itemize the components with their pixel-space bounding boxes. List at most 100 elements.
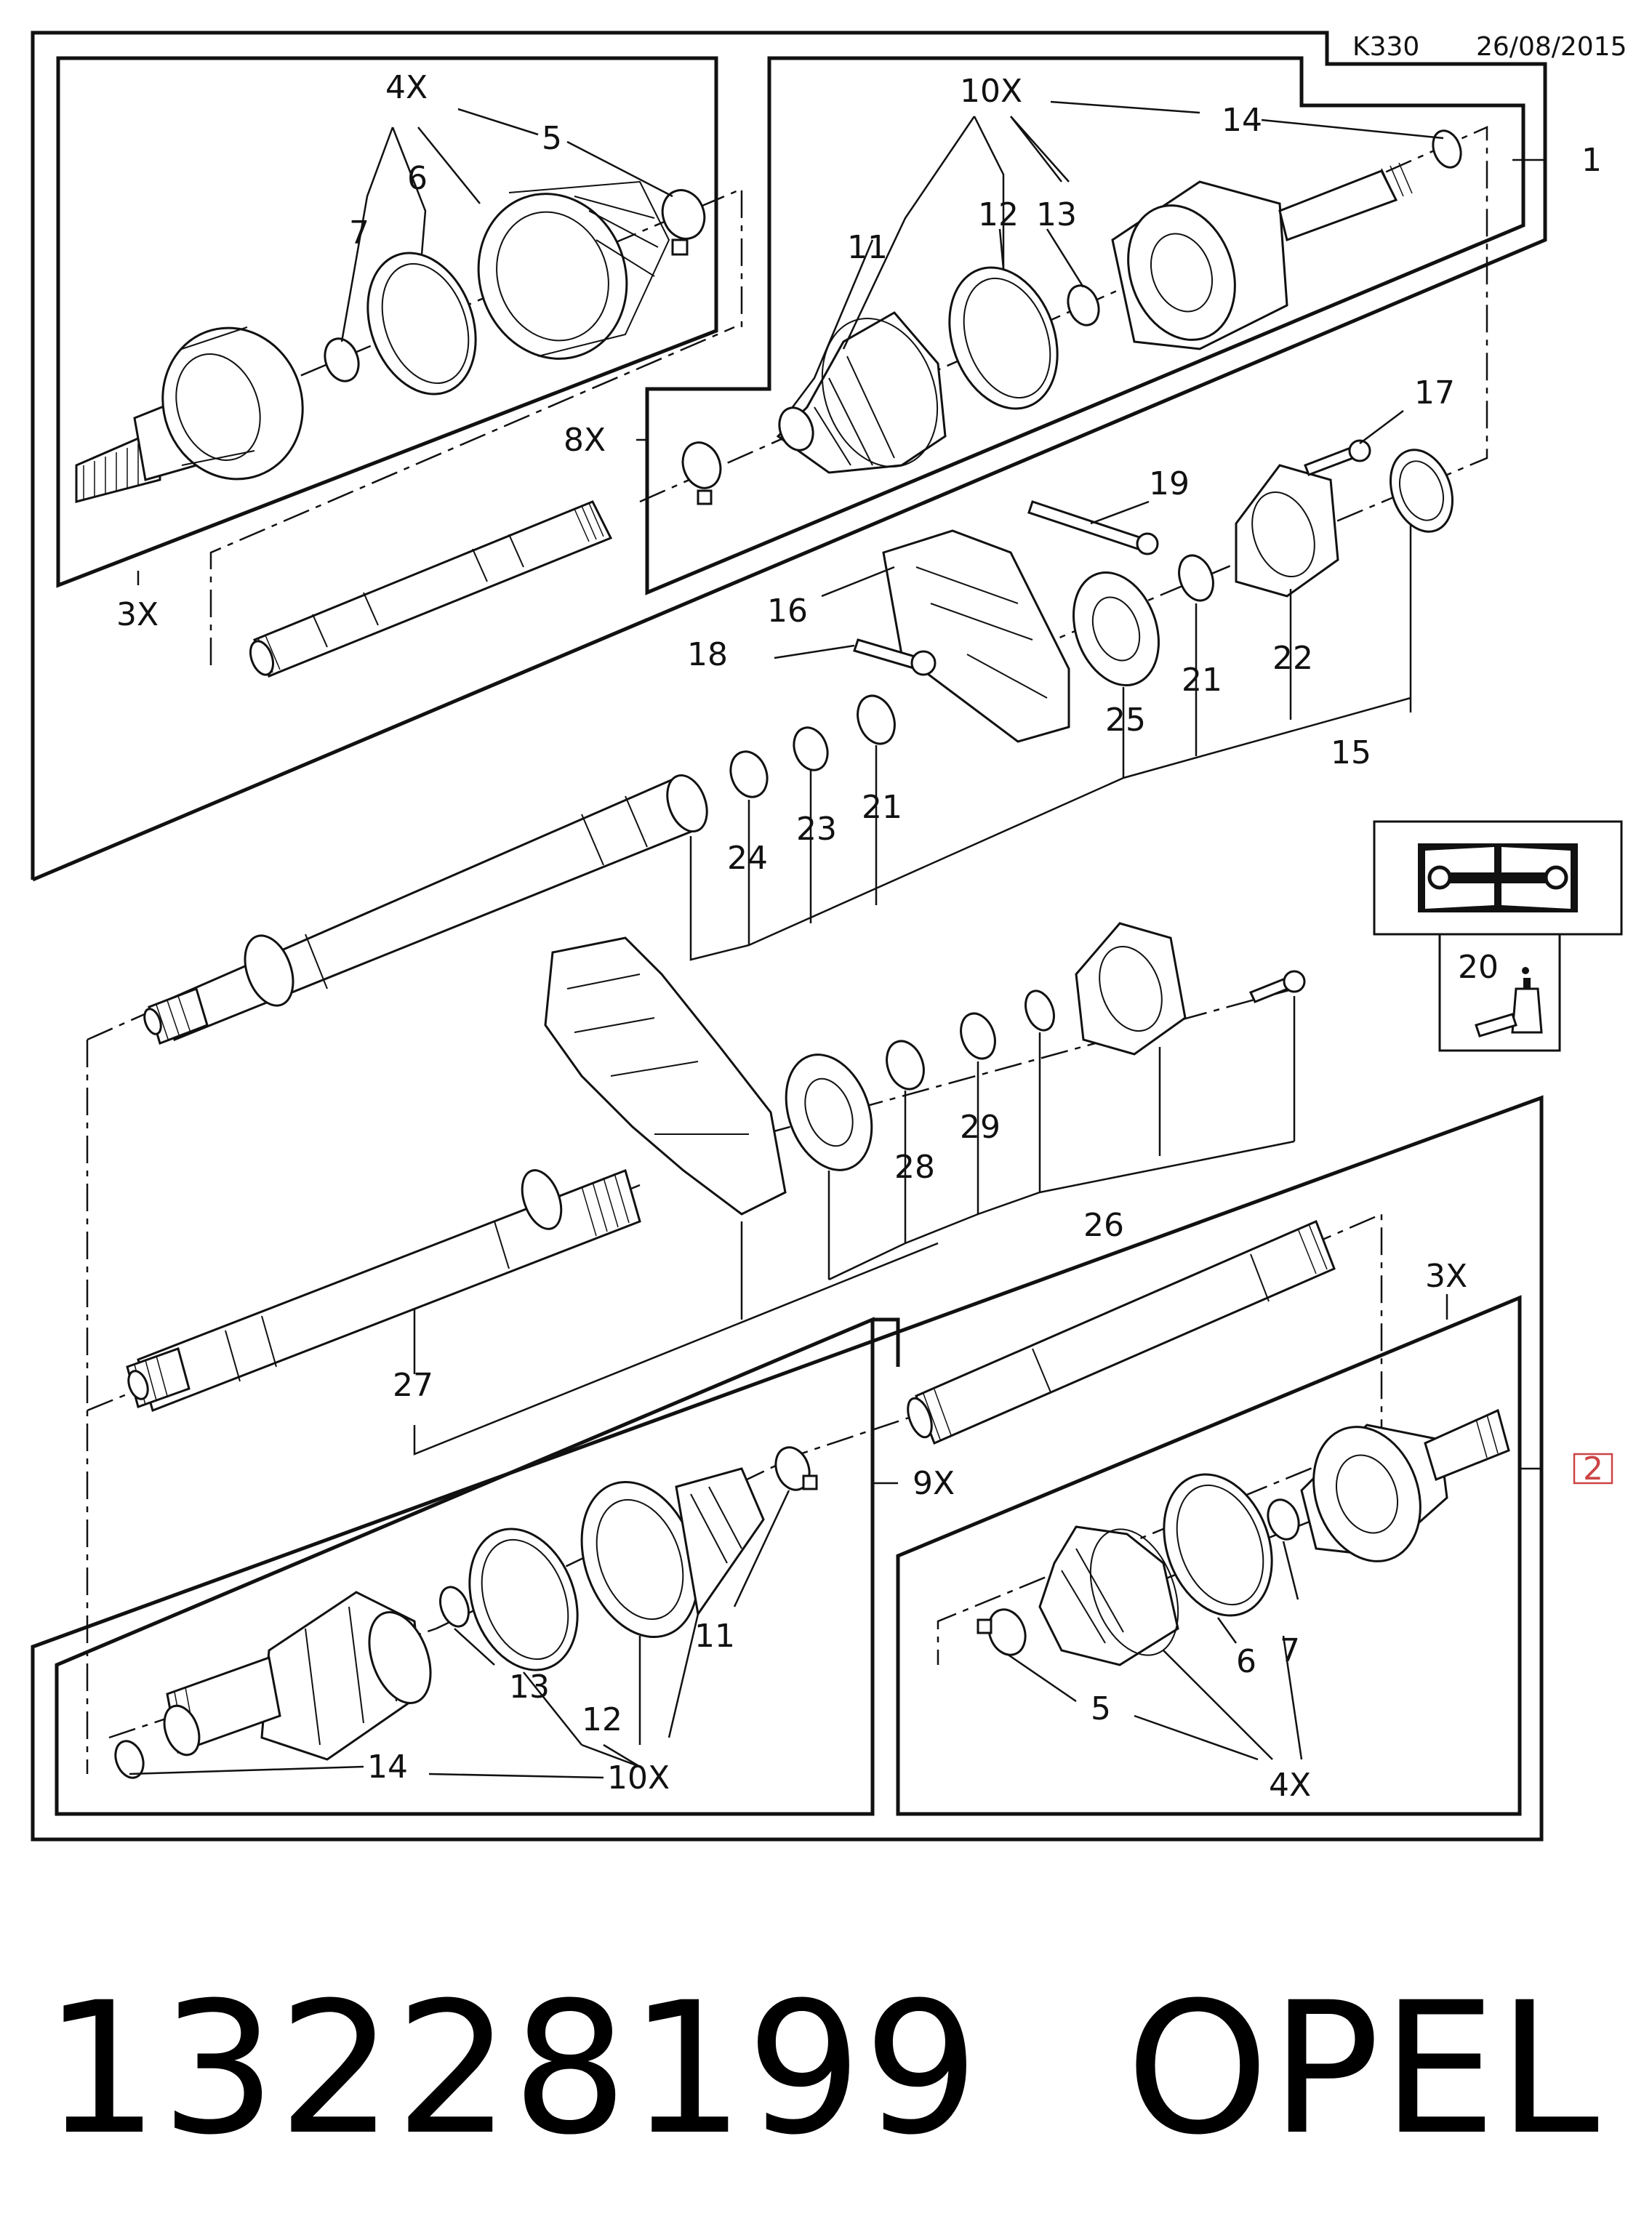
label-26: 26 <box>1083 1207 1124 1244</box>
label-27: 27 <box>393 1367 433 1404</box>
callout-labels: 4X 5 6 7 3X 10X 14 1 12 13 11 8X 17 19 1… <box>116 69 1602 1804</box>
brand-name: OPEL <box>1126 1963 1601 2175</box>
frame-outer-cv-joint-top <box>56 56 718 588</box>
bearing-25 <box>1072 571 1160 686</box>
repair-manual-icon <box>1418 843 1578 912</box>
diagram-date: 26/08/2015 <box>1476 32 1627 62</box>
shaft-27 <box>126 1169 641 1412</box>
bearing-lower-inner <box>804 1077 854 1147</box>
circlip-7-bottom <box>1267 1498 1300 1541</box>
boot-inner-bottom <box>580 1467 765 1639</box>
label-9x: 9X <box>913 1465 955 1502</box>
label-12-bottom: 12 <box>582 1701 622 1738</box>
boot-5-bottom <box>1038 1525 1179 1666</box>
label-29: 29 <box>960 1109 1001 1146</box>
label-11-top: 11 <box>847 229 888 266</box>
leader-lines <box>129 100 1545 1779</box>
washer-29 <box>960 1012 996 1060</box>
bearing-25-inner <box>1091 596 1141 662</box>
sealant-tube-icon <box>1475 967 1543 1037</box>
stud-19 <box>1027 500 1143 550</box>
label-15: 15 <box>1331 734 1371 771</box>
intermediate-shaft-bottom <box>907 1219 1336 1445</box>
clamp-12-bottom <box>468 1528 579 1671</box>
label-18: 18 <box>687 636 728 673</box>
label-21-b: 21 <box>862 789 902 826</box>
clamp-12-bottom-inner <box>481 1538 569 1661</box>
label-21-a: 21 <box>1182 662 1222 699</box>
clamp-11-bottom <box>774 1446 811 1491</box>
clamp-11-bottom-tab <box>802 1474 818 1490</box>
outer-cv-joint-bottom <box>1300 1408 1510 1562</box>
bracket-16 <box>882 529 1070 743</box>
frame-assembly-2-notch <box>873 1317 900 1367</box>
flange-lower <box>1075 922 1187 1056</box>
label-11-bottom: 11 <box>694 1618 735 1655</box>
label-7-top: 7 <box>349 214 369 252</box>
label-2: 2 <box>1583 1450 1603 1488</box>
centerline-mid-left <box>87 1009 153 1041</box>
flange-lower-bore <box>1099 945 1163 1032</box>
washer-23 <box>793 726 829 771</box>
centerline-mid-parts <box>763 987 1295 1136</box>
label-5-top: 5 <box>542 120 562 157</box>
label-8x: 8X <box>564 422 606 459</box>
label-10x-top: 10X <box>960 73 1022 110</box>
circlip-21-top <box>1178 554 1214 602</box>
outer-cv-joint-top <box>75 326 304 503</box>
label-12-top: 12 <box>978 196 1019 233</box>
bracket-lower <box>544 936 787 1216</box>
label-28: 28 <box>894 1149 935 1186</box>
label-3x-top: 3X <box>116 596 159 633</box>
clamp-11-top <box>681 441 722 489</box>
label-1: 1 <box>1581 142 1602 179</box>
label-16: 16 <box>767 593 808 630</box>
stud-19-nut <box>1136 532 1159 555</box>
diagram-code: K330 <box>1352 32 1419 62</box>
label-19: 19 <box>1149 465 1190 502</box>
clamp-6-bottom-inner <box>1176 1484 1264 1606</box>
circlip-13-bottom <box>439 1586 470 1628</box>
label-10x-bottom: 10X <box>607 1759 670 1797</box>
boot-inner-top <box>776 311 947 474</box>
intermediate-shaft-middle <box>143 774 708 1045</box>
circlip-lower <box>1025 989 1055 1032</box>
seal-top-right <box>1389 449 1454 533</box>
bracket-16-ribs <box>915 566 1048 699</box>
reference-box-2[interactable] <box>1573 1453 1613 1485</box>
boot-5-top <box>477 180 670 360</box>
label-13-top: 13 <box>1036 196 1077 233</box>
label-6-top: 6 <box>407 160 428 197</box>
manual-reference-box: 20 <box>1373 820 1623 1052</box>
circlip-28 <box>886 1040 925 1091</box>
frame-outer-cv-joint-bottom <box>896 1295 1522 1816</box>
circlip-21-mid <box>857 694 896 745</box>
bearing-lower <box>785 1053 873 1171</box>
clamp-6-top <box>366 252 477 396</box>
tripod-joint-top <box>1111 162 1413 350</box>
circlip-7-top <box>324 337 360 382</box>
circlip-13-top <box>1067 284 1100 326</box>
label-20: 20 <box>1458 949 1499 986</box>
washer-24 <box>729 750 769 798</box>
circlip-14-top <box>1432 129 1462 169</box>
intermediate-shaft-top <box>249 500 613 678</box>
label-23: 23 <box>796 811 837 848</box>
label-4x-top: 4X <box>385 69 428 106</box>
clamp-12-top <box>948 266 1059 410</box>
bolt-18-head <box>910 650 937 676</box>
frame-assembly-2 <box>31 1095 1544 1842</box>
clamp-4-tab <box>671 238 689 256</box>
label-3x-bottom: 3X <box>1425 1258 1467 1295</box>
clamp-4-bottom <box>987 1608 1027 1656</box>
circlip-14-bottom <box>114 1740 145 1779</box>
label-13-bottom: 13 <box>509 1669 550 1706</box>
label-14-bottom: 14 <box>367 1749 408 1786</box>
clamp-4-top <box>661 189 706 240</box>
clamp-11-tab <box>697 489 713 505</box>
clamp-6-bottom <box>1163 1473 1273 1617</box>
label-17: 17 <box>1414 374 1455 412</box>
label-25: 25 <box>1105 702 1146 739</box>
label-6-bottom: 6 <box>1236 1643 1256 1680</box>
label-4x-bottom: 4X <box>1269 1767 1311 1804</box>
